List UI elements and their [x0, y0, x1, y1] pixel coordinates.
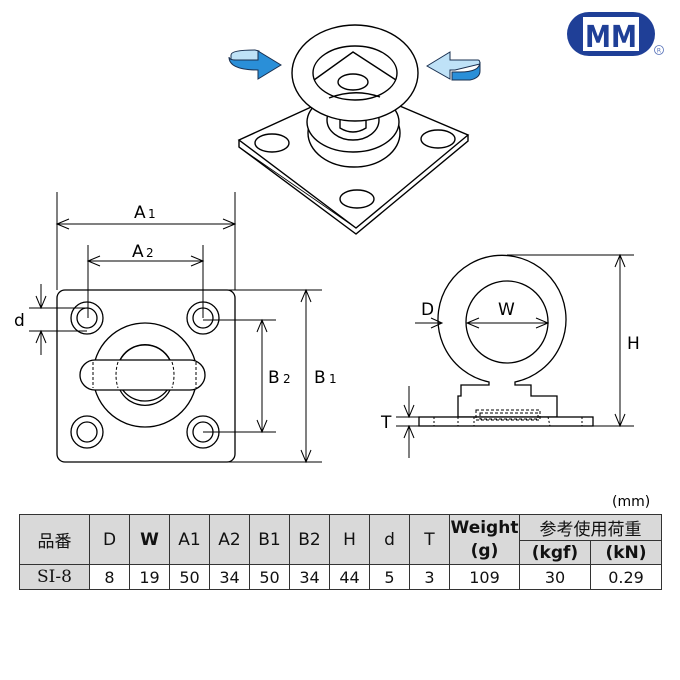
logo-text: MM — [585, 20, 637, 55]
rotation-arrow-left-icon — [228, 49, 282, 80]
label-T: T — [380, 413, 392, 433]
registered-mark-icon — [654, 45, 664, 55]
header-weight-label: Weight — [450, 517, 519, 538]
cell-value: 34 — [209, 564, 250, 590]
label-a1: A — [134, 203, 146, 223]
cell-value: 50 — [169, 564, 210, 590]
header-col: B2 — [289, 514, 330, 565]
header-col: A1 — [169, 514, 210, 565]
unit-label: (mm) — [612, 494, 651, 510]
header-col: A2 — [209, 514, 250, 565]
header-weight-unit: (g) — [470, 540, 499, 561]
label-H: H — [627, 334, 640, 354]
cell-part-no: SI-8 — [19, 564, 90, 590]
header-kgf: (kgf) — [519, 540, 591, 565]
isometric-view — [237, 24, 470, 235]
table-subheader-row: (kgf) (kN) — [20, 540, 662, 565]
header-kn: (kN) — [590, 540, 662, 565]
header-col: W — [129, 514, 170, 565]
label-d-small: d — [14, 311, 25, 331]
header-weight: Weight (g) — [449, 514, 520, 565]
header-col: T — [409, 514, 450, 565]
plan-view-labels: A 1 A 2 d B 2 B 1 — [14, 203, 337, 388]
table-header-row: 品番 D W A1 A2 B1 B2 H d T Weight (g) 参考使用… — [19, 514, 662, 565]
cell-kgf: 30 — [519, 564, 591, 590]
cell-value: 8 — [89, 564, 130, 590]
label-b1: B — [314, 368, 326, 388]
svg-text:R: R — [657, 48, 661, 55]
cell-value: 44 — [329, 564, 370, 590]
cell-value: 50 — [249, 564, 290, 590]
header-col: B1 — [249, 514, 290, 565]
label-a2: A — [132, 242, 144, 262]
brand-logo: MM R — [567, 12, 664, 56]
cell-kn: 0.29 — [590, 564, 662, 590]
cell-value: 5 — [369, 564, 410, 590]
side-view-labels: D W H T — [380, 300, 640, 433]
cell-value: 34 — [289, 564, 330, 590]
cell-value: 3 — [409, 564, 450, 590]
svg-text:2: 2 — [283, 372, 291, 386]
header-col: d — [369, 514, 410, 565]
table-row: SI-8 8 19 50 34 50 34 44 5 3 109 30 0.29 — [19, 564, 662, 590]
cell-weight: 109 — [449, 564, 520, 590]
label-D: D — [421, 300, 434, 320]
cell-value: 19 — [129, 564, 170, 590]
header-load-group: 参考使用荷重 — [519, 514, 662, 541]
svg-text:1: 1 — [148, 207, 156, 221]
svg-text:2: 2 — [146, 246, 154, 260]
plan-view — [29, 192, 322, 464]
header-col: H — [329, 514, 370, 565]
rotation-arrow-right-icon — [426, 51, 481, 81]
header-col: D — [89, 514, 130, 565]
label-b2: B — [268, 368, 280, 388]
side-view — [396, 253, 634, 458]
spec-table: 品番 D W A1 A2 B1 B2 H d T Weight (g) 参考使用… — [19, 514, 662, 590]
label-W: W — [498, 300, 515, 320]
header-part-no: 品番 — [19, 514, 90, 565]
svg-text:1: 1 — [329, 372, 337, 386]
